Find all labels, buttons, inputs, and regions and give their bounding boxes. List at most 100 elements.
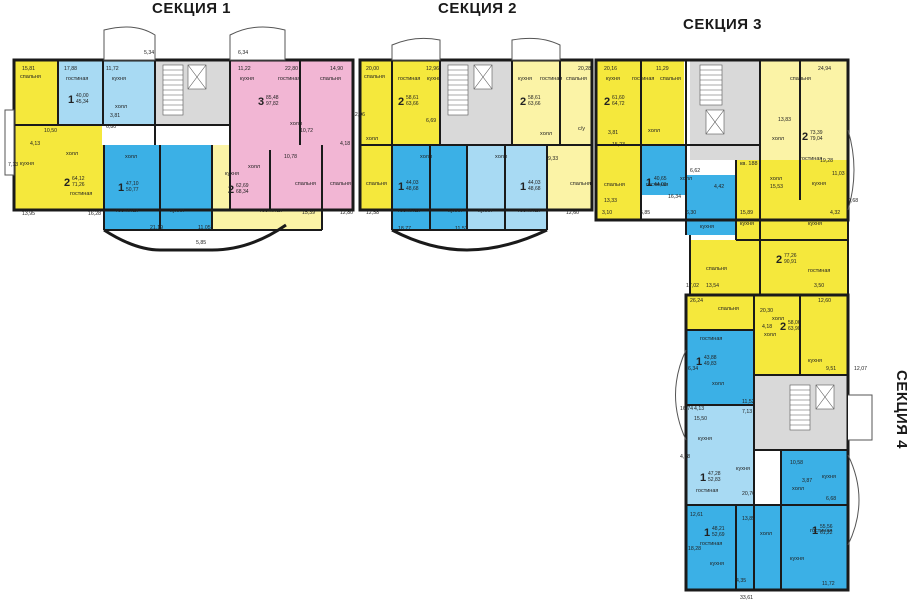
dimension-label: 19,28 [820, 158, 833, 164]
section-1-block [4, 26, 355, 252]
dimension-label: 11,29 [656, 66, 669, 72]
room-label: гостиная [632, 76, 654, 82]
room-label: кухня [606, 76, 620, 82]
apartment-area-b: 63,66 [406, 101, 419, 107]
room-fill [14, 60, 58, 125]
section-2-block [358, 37, 594, 252]
room-label: гостиная [70, 191, 92, 197]
room-fill [686, 405, 754, 505]
room-label: спальня [20, 74, 41, 80]
apartment-area-b: 79,04 [810, 136, 823, 142]
room-label: кухня [700, 224, 714, 230]
bay-window [4, 109, 15, 176]
dimension-label: 16,34 [668, 194, 681, 200]
apartment-rooms: 1 [646, 177, 652, 189]
bay-window [847, 454, 860, 546]
dimension-label: 12,60 [818, 298, 831, 304]
apartment-area-a: 64,12 [72, 176, 85, 182]
room-fill [736, 160, 848, 240]
bay-window [675, 349, 687, 441]
apartment-area-b: 64,72 [612, 101, 625, 107]
apartment-rooms: 3 [258, 96, 264, 108]
bay-window [847, 129, 855, 211]
dimension-label: 4,13 [30, 141, 40, 147]
dimension-label: 12,61 [690, 512, 703, 518]
dimension-label: 11,72 [106, 66, 119, 72]
room-fill [690, 240, 848, 295]
dimension-label: 20,00 [366, 66, 379, 72]
apartment-rooms: 1 [520, 181, 526, 193]
dimension-label: 12,96 [426, 66, 439, 72]
apartment-rooms: 2 [802, 131, 808, 143]
room-label: холл [764, 332, 776, 338]
room-label: спальня [366, 181, 387, 187]
apartment-area-a: 47,28 [708, 471, 721, 477]
room-label: гостиная [398, 208, 420, 214]
dimension-label: 10,58 [790, 460, 803, 466]
dimension-label: 6,68 [826, 496, 836, 502]
apartment-rooms: 1 [704, 527, 710, 539]
room-label: гостиная [278, 76, 300, 82]
apartment-area-b: 63,66 [528, 101, 541, 107]
apartment-area-a: 47,10 [126, 181, 139, 187]
dimension-label: 12,80 [340, 210, 353, 216]
room-label: кухня [740, 221, 754, 227]
room-fill [58, 60, 103, 125]
room-label: холл [248, 164, 260, 170]
room-label: холл [792, 486, 804, 492]
stairwell [162, 64, 207, 116]
room-label: кухня [225, 171, 239, 177]
section-3-block [594, 58, 855, 301]
dimension-label: 15,39 [302, 210, 315, 216]
dimension-label: 6,34 [238, 50, 248, 56]
room-label: гостиная [398, 76, 420, 82]
apartment-rooms: 2 [776, 254, 782, 266]
wall-outline [594, 58, 850, 222]
room-fill [467, 145, 547, 230]
dimension-label: 12,07 [854, 366, 867, 372]
apartment-rooms: 1 [398, 181, 404, 193]
apartment-area-b: 61,22 [820, 530, 833, 536]
section-2-title: СЕКЦИЯ 2 [438, 0, 518, 17]
dimension-label: 3,87 [802, 478, 812, 484]
dimension-label: 33,61 [740, 595, 753, 601]
room-label: кухня [240, 76, 254, 82]
apartment-area-b: 44,01 [654, 182, 667, 188]
apartment-rooms: 1 [68, 94, 74, 106]
dimension-label: 7,13 [742, 409, 752, 415]
apartment-rooms: 1 [812, 525, 818, 537]
room-label: холл [366, 136, 378, 142]
wall-lines [686, 295, 848, 590]
dimension-label: 11,22 [238, 66, 251, 72]
dimension-label: 6,69 [426, 118, 436, 124]
room-label: спальня [660, 76, 681, 82]
room-label: кухня [710, 561, 724, 567]
apartment-area-b: 71,26 [72, 182, 85, 188]
room-label: холл [540, 131, 552, 137]
room-label: холл [115, 104, 127, 110]
room-fill [641, 145, 686, 195]
dimension-label: 10,72 [300, 128, 313, 134]
dimension-label: 11,72 [822, 581, 835, 587]
section-3-title: СЕКЦИЯ 3 [683, 16, 763, 33]
dimension-label: 9,33 [548, 156, 558, 162]
dimension-label: 3,81 [110, 113, 120, 119]
room-label: кухня [790, 556, 804, 562]
room-label: кухня [112, 76, 126, 82]
apartment-rooms: 2 [780, 321, 786, 333]
room-label: спальня [295, 181, 316, 187]
apartment-area-a: 85,48 [266, 95, 279, 101]
apartment-area-b: 68,34 [236, 189, 249, 195]
dimension-label: 13,85 [742, 516, 755, 522]
apartment-area-b: 50,77 [126, 187, 139, 193]
wall-lines [360, 60, 592, 231]
apartment-area-a: 48,21 [712, 526, 725, 532]
room-fill [103, 60, 155, 125]
